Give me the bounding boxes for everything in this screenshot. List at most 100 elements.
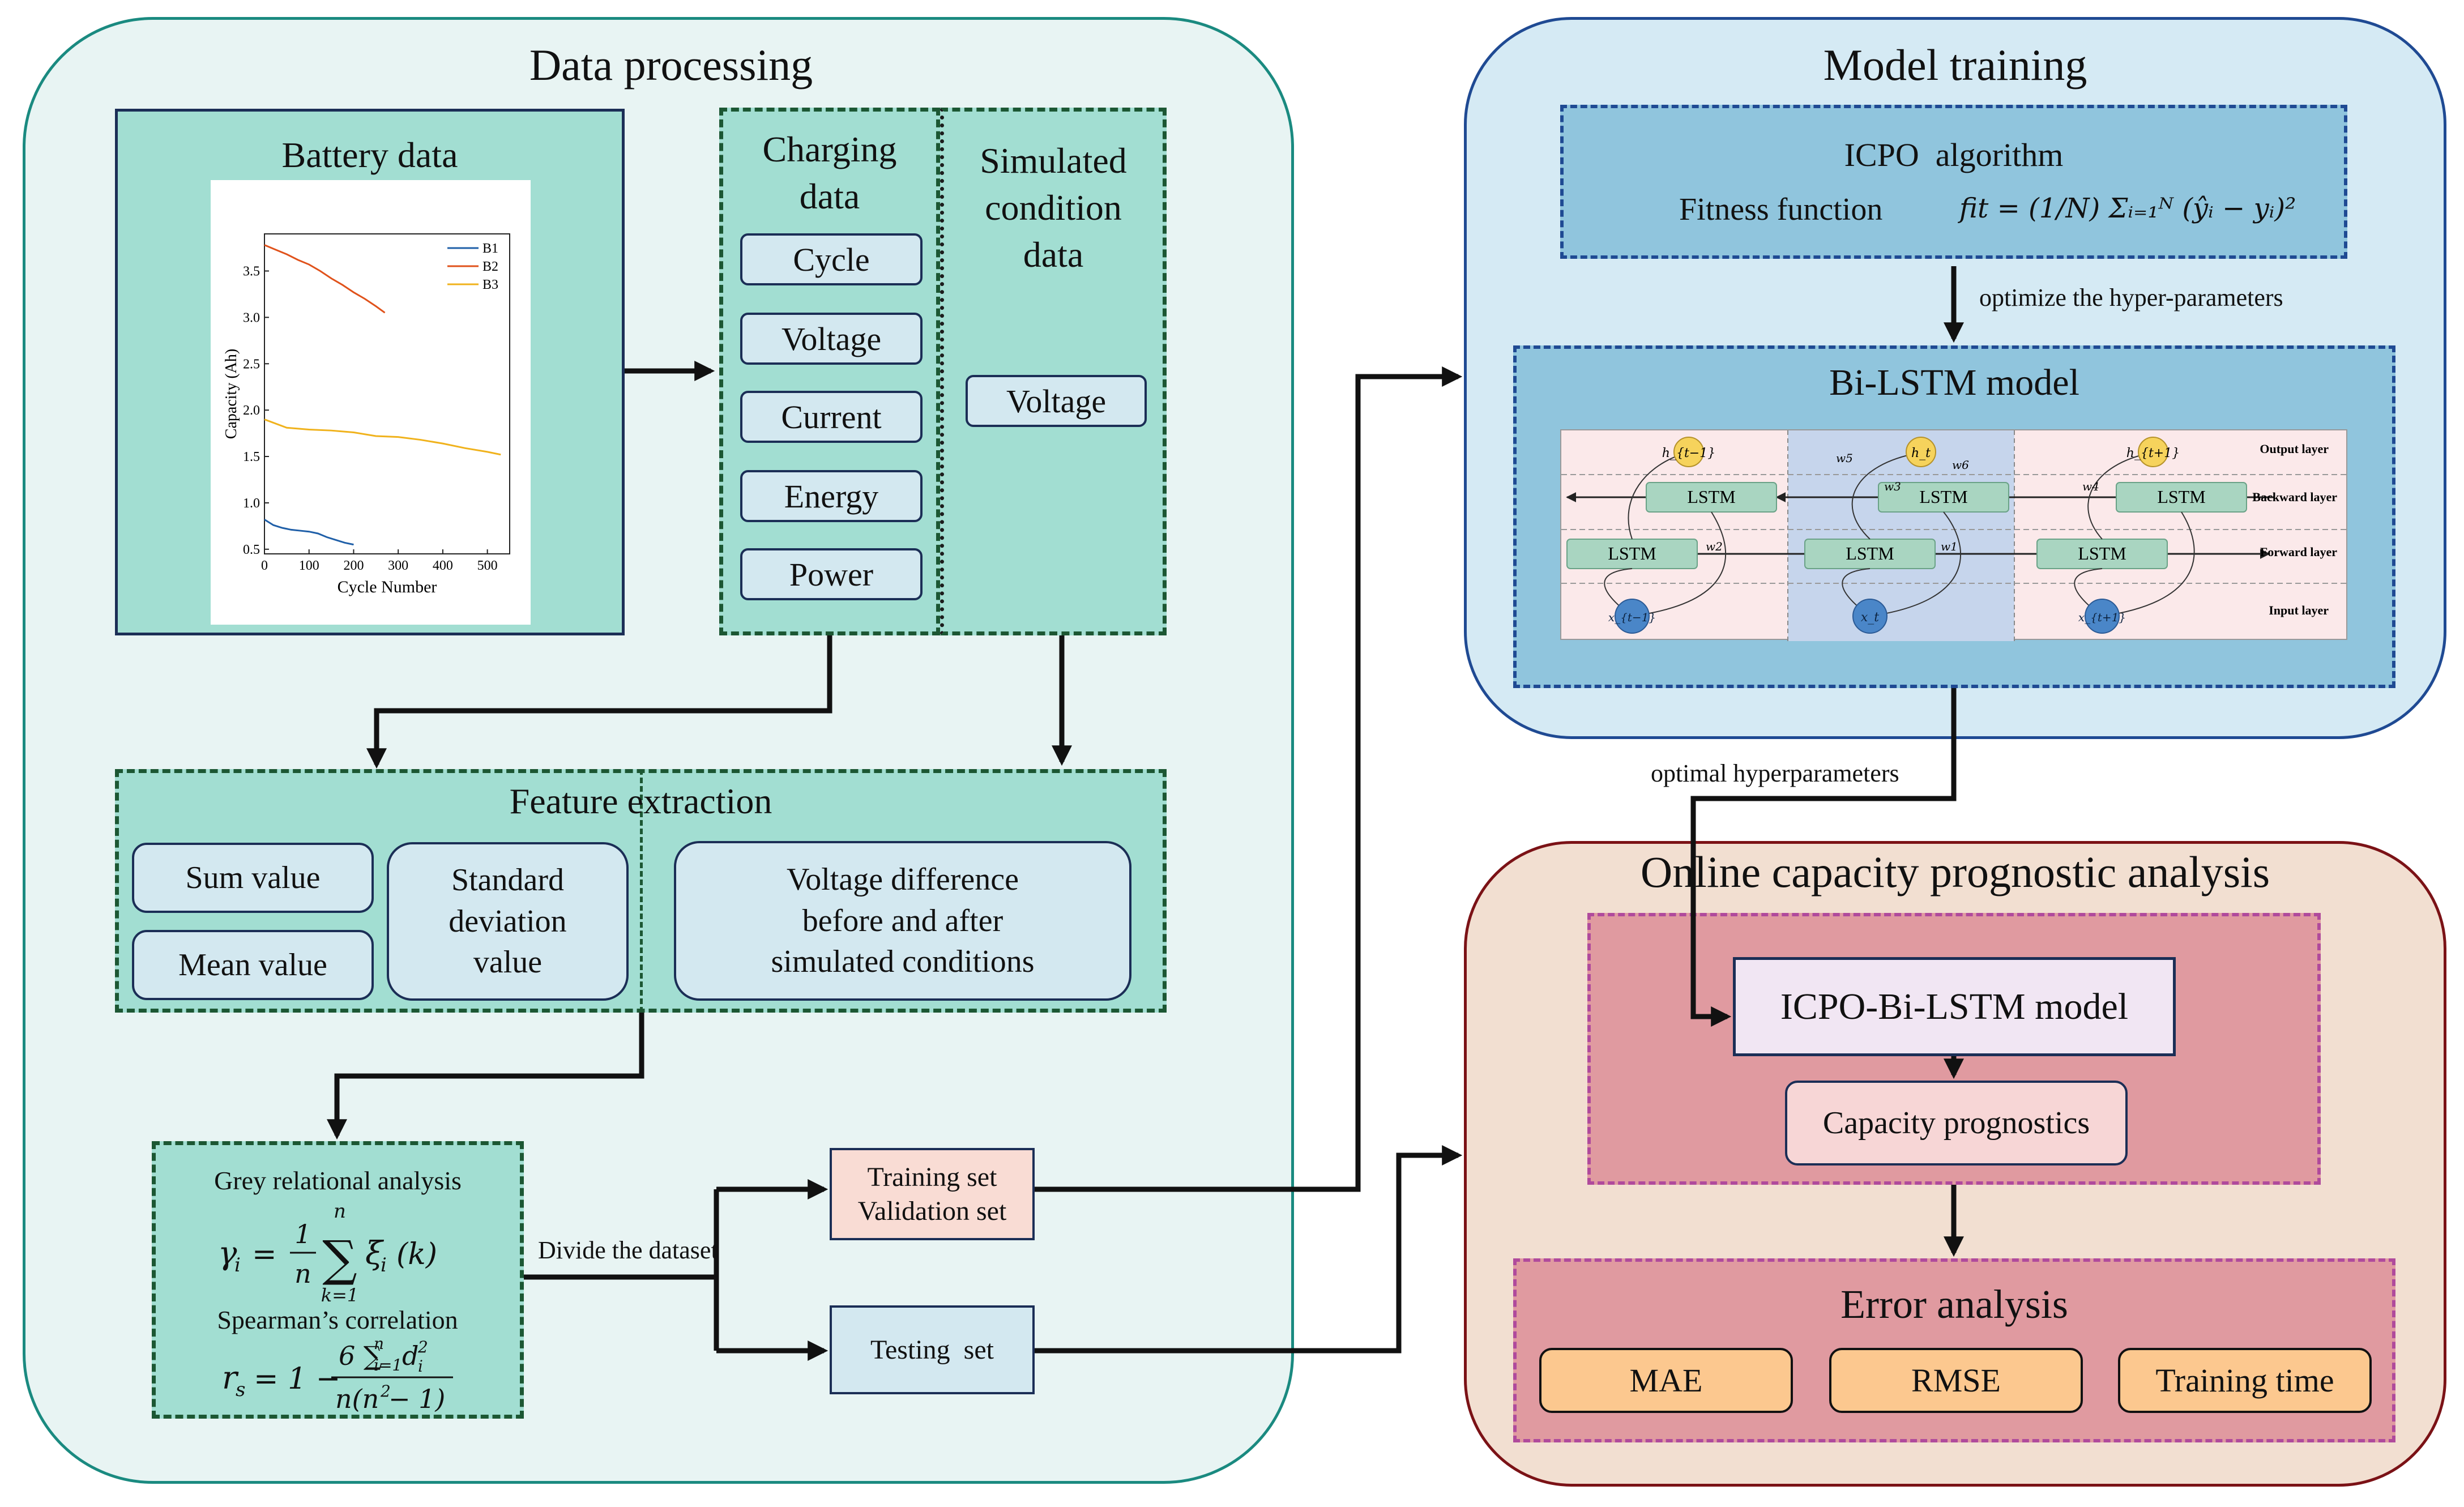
chip-cycle: Cycle — [740, 233, 923, 285]
weight-w3: w3 — [1884, 480, 1901, 493]
x-tick-label-1: 100 — [299, 558, 319, 573]
x-tick-label-0: 0 — [261, 558, 268, 573]
output-node-3 — [2138, 437, 2168, 467]
std-line2: deviation — [449, 903, 567, 939]
layer-label-input: Input layer — [2269, 603, 2329, 617]
model-training-title: Model training — [1823, 40, 2087, 89]
voltage-diff-chip: Voltage difference before and after simu… — [674, 841, 1131, 1001]
error-analysis-title: Error analysis — [1840, 1282, 2068, 1327]
charging-title-line1: Charging — [762, 129, 897, 169]
input-node-1 — [1615, 599, 1650, 634]
divide-label: Divide the dataset — [538, 1236, 718, 1264]
optimize-label: optimize the hyper-parameters — [1979, 284, 2283, 311]
training-time-box: Training time — [2118, 1348, 2372, 1413]
charging-title-line2: data — [799, 176, 860, 217]
output-node-2-label: h_t — [1911, 446, 1931, 460]
output-node-1 — [1673, 437, 1704, 467]
output-node-1-label: h_{t−1} — [1662, 446, 1715, 460]
y-axis-label: Capacity (Ah) — [223, 349, 240, 439]
lstm-fwd-2-label: LSTM — [1846, 543, 1894, 563]
battery-data-title: Battery data — [281, 135, 458, 175]
legend-label-b1: B1 — [482, 241, 498, 256]
optimal-hyper-label: optimal hyperparameters — [1651, 759, 1899, 787]
y-tick-label-6: 3.5 — [243, 264, 260, 279]
layer-label-output: Output layer — [2260, 442, 2329, 456]
weight-w6: w6 — [1952, 458, 1969, 472]
y-tick-label-5: 3.0 — [243, 310, 260, 325]
weight-w5: w5 — [1836, 451, 1853, 465]
input-node-2-label: x_t — [1861, 611, 1879, 625]
mean-value-chip: Mean value — [132, 930, 374, 1000]
icpo-box — [1560, 105, 2347, 259]
feature-extraction-title: Feature extraction — [509, 781, 772, 821]
train-validation-box: Training set Validation set — [830, 1148, 1035, 1240]
icpo-bilstm-box: ICPO-Bi-LSTM model — [1733, 957, 2176, 1056]
simulated-title-line2: condition — [985, 187, 1122, 228]
weight-w1: w1 — [1941, 540, 1958, 553]
chip-power: Power — [740, 548, 923, 600]
series-line-b3 — [264, 419, 501, 456]
vd-line1: Voltage difference — [787, 861, 1019, 897]
lstm-fwd-3-label: LSTM — [2078, 543, 2126, 563]
chart-frame — [264, 233, 510, 554]
fitness-formula: fit = (1/N) Σᵢ₌₁ᴺ (ŷᵢ − yᵢ)² — [1959, 193, 2296, 224]
output-node-2 — [1906, 437, 1936, 467]
chip-energy: Energy — [740, 470, 923, 522]
vd-line3: simulated conditions — [771, 944, 1035, 980]
mae-box: MAE — [1539, 1348, 1793, 1413]
x-tick-label-3: 300 — [388, 558, 408, 573]
weight-w2: w2 — [1706, 540, 1723, 553]
y-tick-label-0: 0.5 — [243, 543, 260, 557]
legend-label-b3: B3 — [482, 278, 498, 292]
icpo-title: ICPO algorithm — [1844, 136, 2064, 173]
layer-label-forward: Forward layer — [2260, 545, 2337, 559]
x-tick-label-4: 400 — [433, 558, 453, 573]
y-tick-label-3: 2.0 — [243, 403, 260, 418]
feature-divider — [640, 769, 643, 1013]
testing-set-box: Testing set — [830, 1305, 1035, 1394]
x-axis-label: Cycle Number — [338, 578, 437, 596]
weight-w4: w4 — [2082, 480, 2099, 493]
charging-title: Charging data — [723, 126, 936, 220]
grey-title: Grey relational analysis — [214, 1166, 462, 1195]
train-set-label: Training set — [867, 1162, 997, 1192]
series-line-b1 — [264, 519, 354, 546]
series-line-b2 — [264, 244, 386, 314]
bilstm-title: Bi-LSTM model — [1829, 362, 2079, 403]
online-analysis-title: Online capacity prognostic analysis — [1640, 847, 2270, 896]
y-tick-label-4: 2.5 — [243, 357, 260, 372]
lstm-back-1-label: LSTM — [1687, 486, 1735, 507]
data-processing-title: Data processing — [529, 40, 813, 89]
std-value-chip: Standard deviation value — [387, 842, 629, 1001]
lstm-fwd-1-label: LSTM — [1608, 543, 1656, 563]
lstm-back-2-label: LSTM — [1919, 486, 1967, 507]
chip-current: Current — [740, 391, 923, 443]
middle-time-band — [1788, 430, 2014, 641]
correlation-box — [152, 1141, 524, 1419]
rmse-box: RMSE — [1829, 1348, 2083, 1413]
std-line1: Standard — [451, 862, 565, 898]
input-node-3 — [2085, 599, 2120, 634]
chip-sim-voltage: Voltage — [966, 375, 1147, 427]
bilstm-diagram: LSTM LSTM LSTM LSTM LSTM LSTM h_{t−1} h_… — [1560, 429, 2348, 641]
y-tick-label-1: 1.0 — [243, 496, 260, 511]
charging-data-box: Charging data — [719, 108, 940, 635]
capacity-prognostics-box: Capacity prognostics — [1785, 1081, 2128, 1166]
sum-value-chip: Sum value — [132, 843, 374, 913]
input-node-2 — [1852, 599, 1887, 634]
x-tick-label-2: 200 — [343, 558, 364, 573]
simulated-data-box: Simulated condition data — [940, 108, 1167, 635]
chip-voltage: Voltage — [740, 313, 923, 365]
bilstm-svg: LSTM LSTM LSTM LSTM LSTM LSTM h_{t−1} h_… — [1561, 430, 2348, 641]
validation-set-label: Validation set — [857, 1196, 1007, 1226]
simulated-title-line1: Simulated — [980, 140, 1127, 181]
legend-label-b2: B2 — [482, 259, 498, 274]
fitness-label: Fitness function — [1679, 192, 1883, 227]
simulated-title: Simulated condition data — [944, 137, 1163, 279]
output-node-3-label: h_{t+1} — [2126, 446, 2180, 460]
simulated-title-line3: data — [1023, 234, 1084, 275]
input-node-1-label: x_{t−1} — [1608, 611, 1656, 624]
std-line3: value — [473, 945, 543, 980]
